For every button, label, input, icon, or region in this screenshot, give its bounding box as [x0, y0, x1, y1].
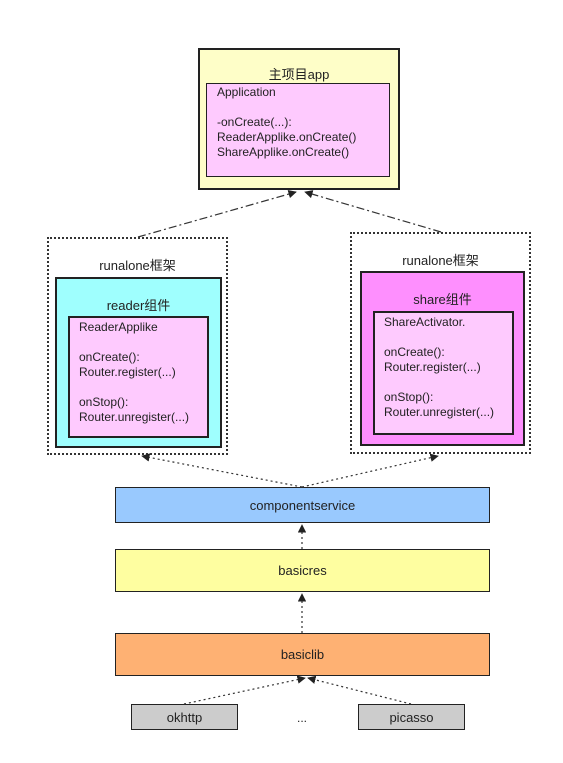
- share-component-box: share组件 ShareActivator. onCreate(): Rout…: [360, 271, 525, 446]
- okhttp-to-basiclib-arrow: [183, 675, 306, 705]
- left-to-app-arrow: [137, 190, 297, 238]
- cs-to-right-arrow: [301, 453, 439, 488]
- picasso-box: picasso: [358, 704, 465, 730]
- left-runalone-title: runalone框架: [99, 258, 176, 273]
- okhttp-box: okhttp: [131, 704, 238, 730]
- ellipsis-label: ...: [296, 711, 307, 725]
- right-to-app-arrow: [304, 190, 442, 233]
- share-activator-box: ShareActivator. onCreate(): Router.regis…: [373, 311, 514, 435]
- basicres-layer: basicres: [115, 549, 490, 592]
- basiclib-layer: basiclib: [115, 633, 490, 676]
- reader-applike-box: ReaderApplike onCreate(): Router.registe…: [68, 316, 209, 438]
- left-runalone-frame: runalone框架 reader组件 ReaderApplike onCrea…: [47, 237, 228, 455]
- reader-component-box: reader组件 ReaderApplike onCreate(): Route…: [55, 277, 222, 448]
- componentservice-layer: componentservice: [115, 487, 490, 523]
- main-app-title: 主项目app: [268, 67, 330, 82]
- cs-to-left-arrow: [141, 453, 303, 488]
- right-runalone-frame: runalone框架 share组件 ShareActivator. onCre…: [350, 232, 531, 454]
- picasso-to-basiclib-arrow: [307, 675, 412, 705]
- share-component-title: share组件: [413, 292, 472, 307]
- reader-component-title: reader组件: [106, 298, 171, 313]
- main-app-box: 主项目app Application -onCreate(...): Reade…: [198, 48, 400, 190]
- application-box: Application -onCreate(...): ReaderApplik…: [206, 83, 390, 177]
- right-runalone-title: runalone框架: [402, 253, 479, 268]
